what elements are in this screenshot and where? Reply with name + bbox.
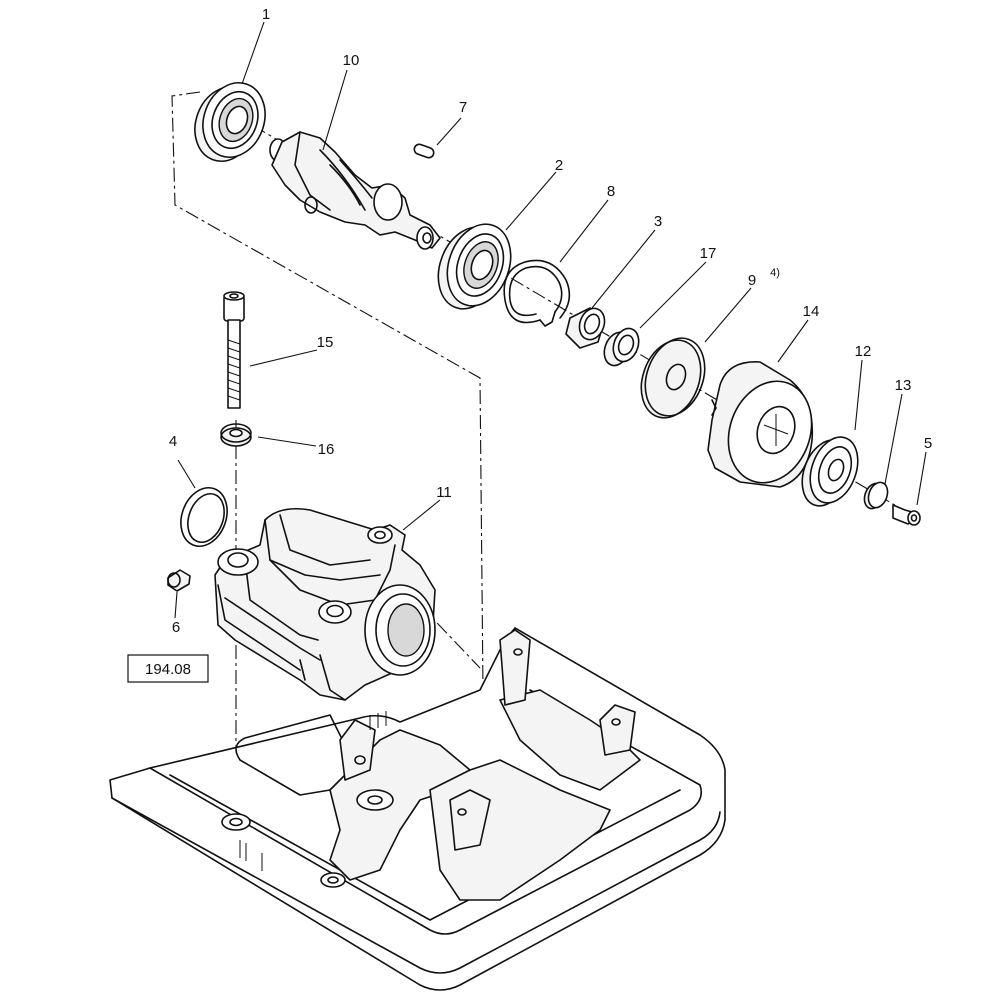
part-12-cover	[801, 436, 859, 507]
base-plate	[109, 627, 726, 991]
callout-13: 13	[895, 377, 912, 394]
part-6-sleeve	[167, 569, 191, 592]
part-15-cap-screw	[223, 291, 245, 409]
part-7-key	[413, 143, 435, 159]
callout-5: 5	[924, 435, 932, 452]
callout-12: 12	[855, 343, 872, 360]
callout-7: 7	[459, 99, 467, 116]
callout-2: 2	[555, 157, 563, 174]
callout-15: 15	[317, 334, 334, 351]
callout-9: 9	[748, 272, 756, 289]
part-9-disc	[640, 337, 706, 419]
reference-box-label: 194.08	[145, 661, 191, 678]
callout-11: 11	[436, 484, 452, 501]
part-4-o-ring	[180, 487, 228, 547]
callout-4-note: 4)	[770, 267, 780, 279]
callout-14: 14	[803, 303, 820, 320]
part-11-exciter-housing	[214, 507, 436, 701]
part-1-bearing	[194, 82, 266, 162]
callout-1: 1	[262, 6, 270, 23]
part-10-eccentric-shaft	[269, 131, 441, 250]
part-3-sleeve	[565, 307, 606, 349]
part-5-screw	[892, 504, 921, 526]
part-16-washer	[220, 423, 252, 447]
callout-6: 6	[172, 619, 180, 636]
callout-17: 17	[700, 245, 717, 262]
part-2-bearing	[437, 223, 512, 310]
callout-4: 4	[169, 433, 177, 450]
callout-numbers: 1 10 7 2 8 3 17 9 4) 14 12 13 5 15 16 4 …	[169, 6, 932, 636]
part-17-spacer	[603, 327, 640, 367]
part-14-eccentric-weight	[707, 361, 814, 488]
callout-10: 10	[343, 52, 360, 69]
leader-lines	[174, 21, 927, 619]
part-8-circlip	[503, 259, 571, 327]
callout-16: 16	[318, 441, 335, 458]
callout-8: 8	[607, 183, 615, 200]
callout-3: 3	[654, 213, 662, 230]
reference-box: 194.08	[127, 654, 209, 683]
part-13-washer	[863, 481, 889, 510]
